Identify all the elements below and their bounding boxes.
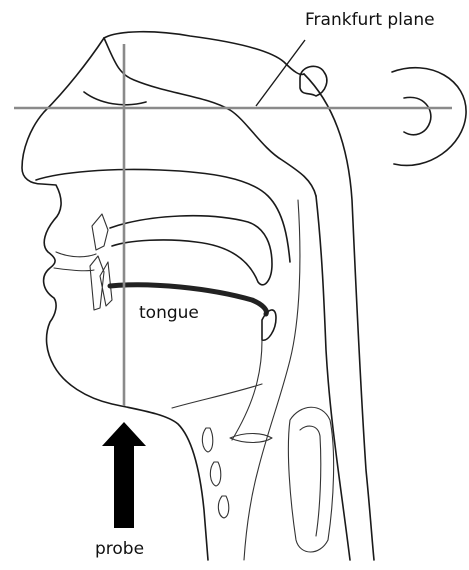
cervical-vertebrae: [288, 407, 333, 552]
posterior-neck-line: [304, 74, 374, 560]
tongue-root-line: [172, 340, 262, 440]
lower-teeth: [90, 256, 112, 310]
ear-inner-icon: [404, 97, 431, 134]
tongue-label: tongue: [139, 305, 199, 322]
upper-lip: [56, 252, 96, 257]
eyebrow-curve: [84, 92, 146, 105]
frankfurt-plane-label: Frankfurt plane: [305, 12, 435, 29]
lower-lip: [54, 268, 94, 271]
upper-teeth: [92, 214, 108, 250]
soft-palate: [110, 216, 272, 285]
pharynx-rear-wall: [316, 196, 350, 560]
ear-canal-bump: [300, 66, 327, 96]
vocal-folds: [230, 434, 272, 443]
ear-outer-icon: [392, 68, 466, 166]
probe-arrow-icon: [102, 422, 146, 528]
probe-label: probe: [95, 541, 144, 558]
tracheal-cartilage: [202, 428, 228, 518]
nasal-cavity-outline: [36, 32, 304, 262]
